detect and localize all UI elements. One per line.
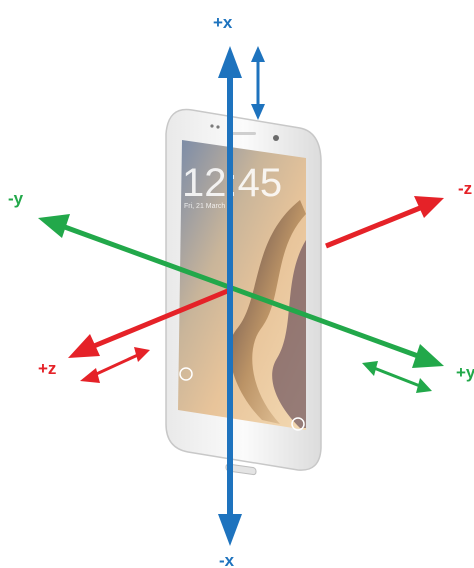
- wallpaper-ribbon: [229, 200, 306, 424]
- sensor-dot: [210, 124, 214, 128]
- phone-screen: [178, 140, 306, 430]
- home-button: [225, 463, 257, 476]
- y-positive-arrowhead: [412, 344, 444, 368]
- camera-shortcut-icon: [291, 417, 305, 431]
- y-negative-arrowhead: [38, 214, 70, 238]
- sensor-dot-2: [216, 125, 220, 129]
- z-positive-label: +z: [38, 359, 56, 378]
- z-axis-front-line: [93, 287, 231, 349]
- z-axis-back-line: [325, 205, 421, 249]
- y-axis-line: [61, 223, 419, 359]
- phone-date: Fri, 21 March: [184, 203, 225, 210]
- z-negative-arrowhead: [414, 196, 444, 218]
- x-axis: [218, 46, 242, 546]
- x-motion-indicator: [251, 46, 265, 120]
- z-positive-arrowhead: [68, 334, 100, 358]
- front-camera-icon: [273, 135, 279, 141]
- x-positive-label: +x: [213, 13, 233, 32]
- z-negative-label: -z: [458, 179, 472, 198]
- x-negative-arrowhead: [218, 514, 242, 546]
- wallpaper-ribbon-2: [272, 240, 306, 428]
- z-axis: [68, 196, 444, 358]
- y-motion-indicator: [362, 361, 432, 393]
- z-motion-indicator: [80, 347, 150, 383]
- y-positive-label: +y: [456, 363, 474, 382]
- x-negative-label: -x: [219, 551, 235, 568]
- y-axis: [38, 214, 444, 368]
- y-negative-label: -y: [8, 189, 24, 208]
- phone-illustration: 12:45 Fri, 21 March: [165, 108, 322, 476]
- x-positive-arrowhead: [218, 46, 242, 78]
- lock-icon: [179, 367, 193, 381]
- speaker-grille: [232, 132, 256, 135]
